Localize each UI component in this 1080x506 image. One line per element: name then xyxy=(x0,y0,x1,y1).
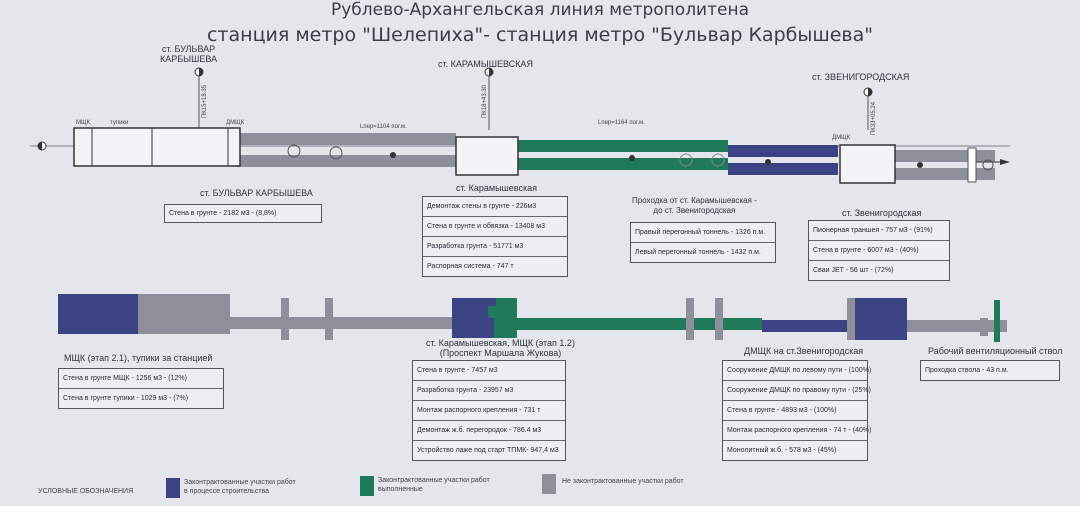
panel-dmshk-row: Сооружение ДМЩК по левому пути - (100%) xyxy=(723,361,871,381)
heading-tunnel: Проходка от ст. Карамышевская - до ст. З… xyxy=(632,196,757,215)
track-bottom-blue xyxy=(762,320,847,332)
heading-kar: ст. Карамышевская xyxy=(456,183,537,193)
panel-zven-row: Сваи JET - 56 шт - (72%) xyxy=(813,267,894,274)
label-pk-2: ПК18+43.30 xyxy=(482,85,488,118)
bottom-bar-5 xyxy=(980,318,988,336)
label-dmshk-2: ДМЩК xyxy=(832,135,851,141)
lper-left: Lпер=1104 пог.м. xyxy=(360,124,407,130)
panel-dmshk: Сооружение ДМЩК по левому пути - (100%) … xyxy=(722,360,871,461)
panel-zven-row: Пионерная траншея - 757 м3 - (91%) xyxy=(809,221,949,241)
shaft-circle-3 xyxy=(679,153,693,167)
label-pk-3: ПК33+05.24 xyxy=(871,102,877,135)
station-label-bk: ст. БУЛЬВАР КАРБЫШЕВА xyxy=(160,44,218,64)
shaft-dot-1 xyxy=(390,152,396,158)
panel-bk-row: Стена в грунте - 2182 м3 - (8,8%) xyxy=(169,210,277,217)
station-box-kar xyxy=(455,136,519,176)
panel-kar-row: Демонтаж стены в грунте - 226м3 xyxy=(423,197,567,217)
station-label-zven: ст. ЗВЕНИГОРОДСКАЯ xyxy=(812,72,910,82)
shaft-circle-5 xyxy=(982,159,994,171)
panel-mshk21: Стена в грунте МЩК - 1256 м3 - (12%) Сте… xyxy=(58,368,224,409)
panel-dmshk-row: Монтаж распорного крепления - 74 т - (40… xyxy=(723,421,871,441)
label-mshk: МЩК xyxy=(76,120,91,126)
track-top-1-green xyxy=(518,140,728,152)
label-tupiki: тупики xyxy=(110,120,129,126)
panel-mshk12-row: Демонтаж ж.б. перегородок - 786.4 м3 xyxy=(413,421,565,441)
lper-right: Lпер=1164 пог.м. xyxy=(598,120,645,126)
panel-mshk12-row: Монтаж распорного крепления - 731 т xyxy=(413,401,565,421)
shaft-circle-1 xyxy=(287,144,301,158)
track-top-2-grey-r xyxy=(895,168,995,180)
heading-mshk21: МЩК (этап 2.1), тупики за станцией xyxy=(64,353,213,363)
track-top-2-grey xyxy=(236,155,456,167)
panel-mshk12: Стена в грунте - 7457 м3 Разработка грун… xyxy=(412,360,566,461)
shaft-circle-2 xyxy=(329,146,343,160)
panel-dmshk-row: Стена в грунте - 4893 м3 - (100%) xyxy=(723,401,867,421)
arrow-marker xyxy=(1000,159,1010,165)
shaft-dot-2 xyxy=(629,155,635,161)
station-box-zven xyxy=(839,144,896,184)
track-bottom-green xyxy=(517,318,762,330)
track-bottom-grey xyxy=(230,317,452,329)
panel-bk: Стена в грунте - 2182 м3 - (8,8%) xyxy=(164,204,322,223)
heading-bk: ст. БУЛЬВАР КАРБЫШЕВА xyxy=(200,188,313,198)
panel-kar-row: Разработка грунта - 51771 м3 xyxy=(423,237,567,257)
panel-mshk12-row: Стена в грунте - 7457 м3 xyxy=(413,361,565,381)
panel-mshk12-row: Разработка грунта - 23957 м3 xyxy=(413,381,565,401)
vent-box-top xyxy=(967,147,977,183)
legend-label-in-progress: Законтрактованные участки работ в процес… xyxy=(184,479,296,495)
legend-swatch-in-progress xyxy=(166,478,180,498)
bottom-bar-3 xyxy=(686,298,694,340)
panel-tunnel: Правый перегонный тоннель - 1326 п.м. Ле… xyxy=(630,222,776,263)
mshk-grey-block xyxy=(138,294,230,334)
kar-station-bottom-inner xyxy=(452,298,496,338)
panel-kar-row: Стена в грунте и обвязка - 13408 м3 xyxy=(423,217,567,237)
panel-tunnel-row: Правый перегонный тоннель - 1326 п.м. xyxy=(631,223,775,243)
label-pk-1: ПК15+18.35 xyxy=(202,85,208,118)
legend-label-done: Законтрактованные участки работ выполнен… xyxy=(378,477,490,493)
heading-mshk12: ст. Карамышевская, МЩК (этап 1.2) (Просп… xyxy=(426,338,575,358)
panel-dmshk-row: Сооружение ДМЩК по правому пути - (25%) xyxy=(723,381,871,401)
track-top-1-grey-r xyxy=(895,150,995,162)
panel-vent-row: Проходка ствола - 43 п.м. xyxy=(925,367,1009,374)
track-top-2-blue xyxy=(728,163,838,175)
title-line-1: Рублево-Архангельская линия метрополитен… xyxy=(330,0,750,20)
mshk-blue-block xyxy=(58,294,138,334)
shaft-circle-4 xyxy=(711,153,725,167)
heading-vent: Рабочий вентиляционный ствол xyxy=(928,346,1063,356)
track-bottom-grey-r xyxy=(907,320,1007,332)
legend-swatch-not-contracted xyxy=(542,474,556,494)
shaft-dot-4 xyxy=(917,162,923,168)
legend-title: УСЛОВНЫЕ ОБОЗНАЧЕНИЯ xyxy=(38,488,134,495)
track-top-1-blue xyxy=(728,145,838,157)
vent-shaft-bottom xyxy=(994,300,1000,342)
label-dmshk-1: ДМЩК xyxy=(226,120,245,126)
panel-zven-row: Стена в грунте - 6007 м3 - (40%) xyxy=(809,241,949,261)
panel-vent: Проходка ствола - 43 п.м. xyxy=(920,360,1060,381)
panel-mshk12-row: Устройство лаже под старт ТПМК- 947,4 м3 xyxy=(417,447,559,454)
panel-mshk21-row: Стена в грунте МЩК - 1256 м3 - (12%) xyxy=(59,369,223,389)
title-line-2: станция метро "Шелепиха"- станция метро … xyxy=(206,24,874,46)
shaft-dot-3 xyxy=(765,159,771,165)
station-box-bk xyxy=(73,127,241,167)
panel-dmshk-row: Монолитный ж.б. - 578 м3 - (45%) xyxy=(727,447,837,454)
legend-swatch-done xyxy=(360,476,374,496)
panel-kar: Демонтаж стены в грунте - 226м3 Стена в … xyxy=(422,196,568,277)
track-top-2-green xyxy=(518,158,728,170)
heading-zven: ст. Звенигородская xyxy=(842,208,922,218)
legend-label-not-contracted: Не законтрактованные участки работ xyxy=(562,478,684,485)
panel-mshk21-row: Стена в грунте тупики - 1029 м3 - (7%) xyxy=(63,395,189,402)
station-label-kar: ст. КАРАМЫШЕВСКАЯ xyxy=(438,59,533,69)
panel-zven: Пионерная траншея - 757 м3 - (91%) Стена… xyxy=(808,220,950,281)
bottom-bar-4 xyxy=(715,298,723,340)
track-top-1-grey xyxy=(236,133,456,145)
bottom-bar-2 xyxy=(325,298,333,340)
panel-tunnel-row: Левый перегонный тоннель - 1432 п.м. xyxy=(635,249,761,256)
heading-dmshk: ДМЩК на ст.Звенигородская xyxy=(744,346,864,356)
panel-kar-row: Распорная система - 747 т xyxy=(427,263,514,270)
bottom-bar-1 xyxy=(281,298,289,340)
zven-station-bottom xyxy=(847,298,907,340)
